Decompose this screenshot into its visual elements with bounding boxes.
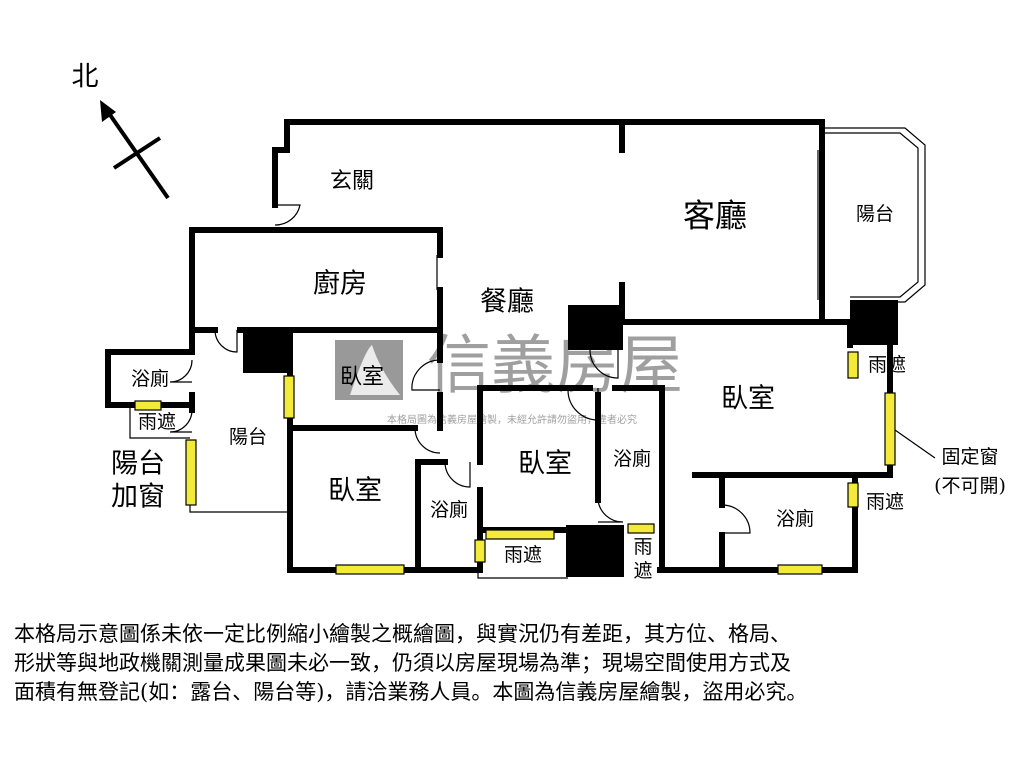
room-label-canopy-bottom-v1: 雨 xyxy=(633,536,652,558)
doors xyxy=(169,204,936,534)
room-label-balcony-enclosed-1: 陽台 xyxy=(111,449,165,480)
windows xyxy=(134,351,896,575)
room-label-living: 客廳 xyxy=(683,197,747,235)
watermark-brand: 信義房屋 xyxy=(427,330,683,404)
disclaimer-line: 形狀等與地政機關測量成果圖未必一致，仍須以房屋現場為準；現場空間使用方式及 xyxy=(14,651,791,675)
disclaimer-line: 面積有無登記(如：露台、陽台等)，請洽業務人員。本圖為信義房屋繪製，盜用必究。 xyxy=(14,680,808,704)
room-label-balcony-enclosed-2: 加窗 xyxy=(111,482,165,513)
room-label-bath-mid: 浴廁 xyxy=(430,498,468,521)
room-label-bedroom-2: 臥室 xyxy=(328,476,382,507)
floor-plan: 北 信義房屋 本格局圖為信義房屋繪製，未經允許請勿盜用，違者必究 xyxy=(72,62,1006,583)
columns xyxy=(243,300,898,577)
room-label-bath-left: 浴廁 xyxy=(131,367,169,390)
room-label-canopy-left: 雨遮 xyxy=(138,411,176,433)
disclaimer-line: 本格局示意圖係未依一定比例縮小繪製之概繪圖，與實況仍有差距，其方位、格局、 xyxy=(14,622,791,646)
room-label-canopy-right-bottom: 雨遮 xyxy=(866,491,904,513)
watermark-notice: 本格局圖為信義房屋繪製，未經允許請勿盜用，違者必究 xyxy=(387,413,637,426)
room-label-bedroom-master: 臥室 xyxy=(721,384,775,415)
room-label-bath-center: 浴廁 xyxy=(613,447,651,470)
thin-outlines xyxy=(129,127,926,579)
room-label-canopy-bottom: 雨遮 xyxy=(504,544,542,566)
label-fixed-window: 固定窗 xyxy=(941,446,998,468)
room-label-dining: 餐廳 xyxy=(480,287,534,318)
room-label-canopy-right-top: 雨遮 xyxy=(868,354,906,376)
room-label-kitchen: 廚房 xyxy=(313,269,367,300)
north-label: 北 xyxy=(72,62,99,93)
room-label-entrance: 玄關 xyxy=(330,169,374,194)
room-label-bedroom-1: 臥室 xyxy=(340,365,384,390)
room-label-bath-master: 浴廁 xyxy=(776,507,814,530)
room-label-balcony-back: 陽台 xyxy=(229,426,267,448)
room-label-balcony-front: 陽台 xyxy=(856,203,894,225)
north-arrow-icon xyxy=(100,100,170,200)
watermark-logo xyxy=(335,340,403,400)
disclaimer: 本格局示意圖係未依一定比例縮小繪製之概繪圖，與實況仍有差距，其方位、格局、 形狀… xyxy=(14,620,807,707)
label-not-openable: (不可開) xyxy=(934,475,1006,497)
room-label-bedroom-3: 臥室 xyxy=(518,449,572,480)
room-label-canopy-bottom-v2: 遮 xyxy=(633,560,652,582)
